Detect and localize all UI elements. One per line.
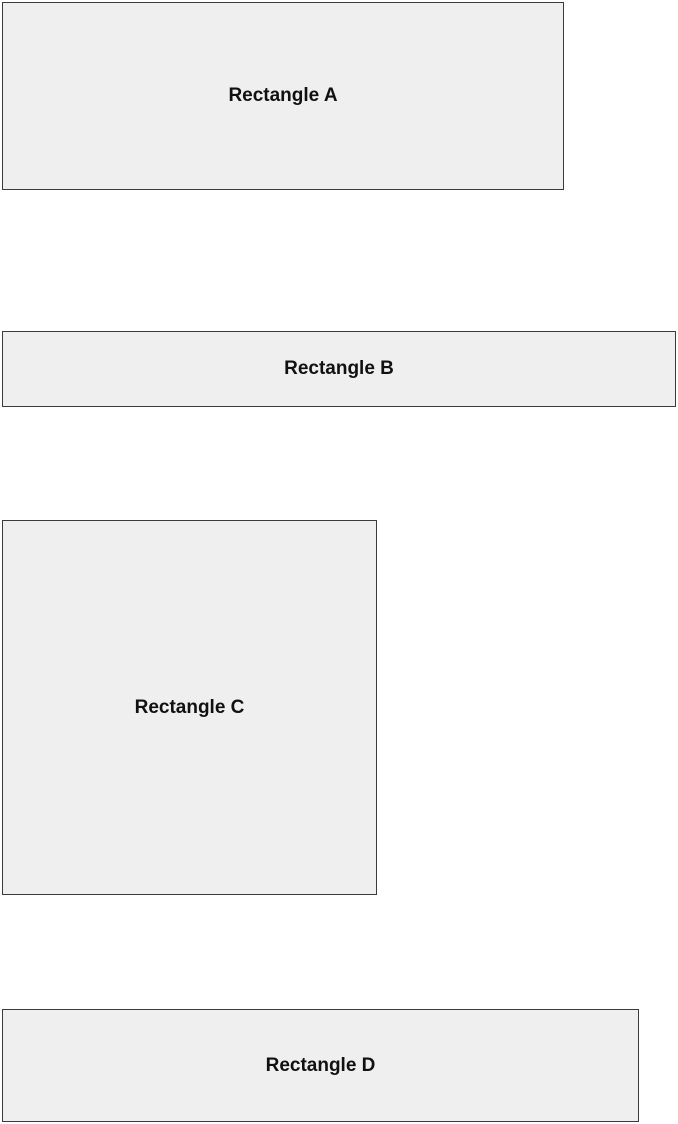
rectangle-d-label: Rectangle D (265, 1054, 376, 1076)
rectangle-b-label: Rectangle B (284, 358, 394, 379)
rectangle-c-label: Rectangle C (134, 696, 245, 718)
rectangle-a: Rectangle A (2, 2, 564, 190)
rectangle-a-label: Rectangle A (228, 85, 338, 106)
rectangle-c: Rectangle C (2, 520, 377, 895)
rectangle-d: Rectangle D (2, 1009, 639, 1122)
rectangle-b: Rectangle B (2, 331, 676, 407)
